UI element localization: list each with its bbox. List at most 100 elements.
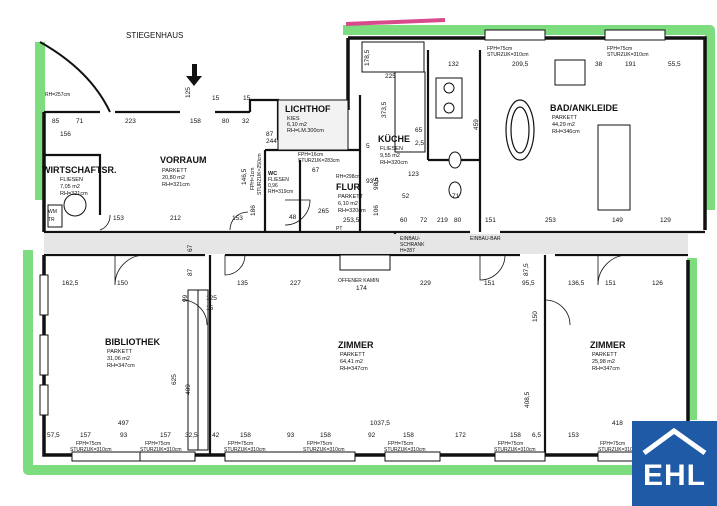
dimension-label: 135 xyxy=(237,280,248,287)
dimensions-corridor: 162,5 150 87 135 227 174 229 151 95,5 13… xyxy=(62,244,663,322)
fph-mid: FPH=16cm xyxy=(298,152,323,158)
room-name: LICHTHOF xyxy=(285,104,331,114)
dimension-label: 151 xyxy=(605,280,616,287)
dimension-label: 151 xyxy=(484,280,495,287)
dimension-label: 42 xyxy=(212,432,220,439)
room-area: 31,06 m2 xyxy=(107,356,130,362)
window-sturz: STURZUK=310cm xyxy=(303,447,345,453)
room-zimmer-2: ZIMMER PARKETT 25,98 m2 RH=347cm xyxy=(590,340,626,372)
window-sturz: STURZUK=310cm xyxy=(140,447,182,453)
dimension-label: 125 xyxy=(206,295,217,302)
stair-arc xyxy=(39,41,111,113)
corridor-band xyxy=(44,234,688,254)
room-height: RH=319cm xyxy=(268,189,293,195)
dimension-label: 418 xyxy=(612,420,623,427)
dimension-label: 253 xyxy=(545,217,556,224)
dimension-label: 2,5 xyxy=(415,140,424,147)
dimension-label: 153 xyxy=(232,215,243,222)
pt-label: PT xyxy=(336,226,342,232)
room-height: RH=347cm xyxy=(592,366,620,372)
dimension-label: 55,5 xyxy=(668,61,681,68)
dimension-label: 106 xyxy=(373,205,380,216)
window-fph: FPH=75cm xyxy=(600,441,625,447)
dimension-label: 136,5 xyxy=(568,280,585,287)
dimension-label: 219 xyxy=(437,217,448,224)
dimension-label: 92 xyxy=(368,432,376,439)
window-fph: FPH=75cm xyxy=(388,441,413,447)
dimension-label: 93 xyxy=(287,432,295,439)
room-kueche: KÜCHE FLIESEN 9,55 m2 RH=320cm xyxy=(378,134,410,166)
dimension-label: 48 xyxy=(289,214,297,221)
room-area: 25,98 m2 xyxy=(592,359,615,365)
room-area: 6,10 m2 xyxy=(287,122,307,128)
ehl-logo: EHL xyxy=(632,421,717,506)
wardrobe xyxy=(554,59,631,211)
room-area: 0,96 xyxy=(268,183,278,189)
room-area: 20,80 m2 xyxy=(162,175,185,181)
room-name: ZIMMER xyxy=(590,340,626,350)
room-bibliothek: BIBLIOTHEK PARKETT 31,06 m2 RH=347cm xyxy=(105,337,160,369)
dimension-label: 162,5 xyxy=(62,280,79,287)
dimension-label: 253,5 xyxy=(343,217,360,224)
room-height: RH=320cm xyxy=(338,208,366,214)
dimension-label: 80 xyxy=(222,118,230,125)
dimension-label: 5 xyxy=(366,143,370,150)
einbauschrank-label: EINBAU- xyxy=(400,236,421,242)
room-lichthof: LICHTHOF KIES 6,10 m2 RH=LM.300cm xyxy=(285,104,331,134)
dimension-label: 151 xyxy=(485,217,496,224)
pink-highlight xyxy=(345,18,446,26)
window-sturz: STURZUK=310cm xyxy=(598,447,640,453)
einbauschrank-label-2: SCHRANK xyxy=(400,242,425,248)
window-fph: FPH=75cm xyxy=(145,441,170,447)
toilet-icon xyxy=(448,151,462,199)
room-wc: WC FLIESEN 0,96 RH=319cm xyxy=(268,171,293,195)
kamin-label: OFFENER KAMIN xyxy=(338,278,380,284)
dimension-label: 225 xyxy=(385,73,396,80)
dimension-label: 172 xyxy=(455,432,466,439)
hall-height: RH=257cm xyxy=(45,92,70,98)
dimension-label: 497 xyxy=(118,420,129,427)
room-floor: FLIESEN xyxy=(60,177,83,183)
dimension-label: 125 xyxy=(185,87,192,98)
room-floor: PARKETT xyxy=(552,115,578,121)
room-name: ZIMMER xyxy=(338,340,374,350)
window-fph-top-1: FPH=75cm xyxy=(487,46,512,52)
dimension-label: 85 xyxy=(52,118,60,125)
dimensions-hall: 85 71 223 156 158 80 32 15 125 15 87 244 xyxy=(52,87,277,145)
dimensions-mid: 153 212 153 186 48 265 253,5 106 60 72 2… xyxy=(113,167,671,224)
fph-side: FPH=1cm xyxy=(250,168,256,190)
dimension-label: 153 xyxy=(568,432,579,439)
window-fph: FPH=75cm xyxy=(228,441,253,447)
window-sturz: STURZUK=310cm xyxy=(494,447,536,453)
dimension-label: 178,5 xyxy=(364,49,371,66)
dimension-label: 157 xyxy=(160,432,171,439)
dimension-label: 57,5 xyxy=(47,432,60,439)
room-height: RH=320cm xyxy=(380,160,408,166)
kitchen-counter xyxy=(361,41,426,153)
dimension-label: 80 xyxy=(454,217,462,224)
dimension-label: 227 xyxy=(290,280,301,287)
dimension-label: 98,5 xyxy=(373,177,380,190)
room-area: 6,10 m2 xyxy=(338,201,358,207)
room-area: 9,55 m2 xyxy=(380,153,400,159)
room-floor: PARKETT xyxy=(592,352,618,358)
dimension-label: 150 xyxy=(117,280,128,287)
room-height: RH=LM.300cm xyxy=(287,128,324,134)
room-wirtschaft: WIRTSCHAFTSR. FLIESEN 7,05 m2 RH=321cm W… xyxy=(42,165,117,223)
dimension-label: 71 xyxy=(452,193,460,200)
room-name: WIRTSCHAFTSR. xyxy=(42,165,117,175)
dimension-label: 265 xyxy=(318,208,329,215)
dimension-label: 158 xyxy=(190,118,201,125)
dimension-label: 158 xyxy=(320,432,331,439)
dimension-label: 95,5 xyxy=(522,280,535,287)
windows-top xyxy=(484,29,666,41)
dimension-label: 229 xyxy=(420,280,431,287)
dimension-label: 149 xyxy=(612,217,623,224)
window-fph-top-2: FPH=75cm xyxy=(607,46,632,52)
dimension-label: 186 xyxy=(250,205,257,216)
fireplace-icon xyxy=(339,254,391,271)
window-sturz: STURZUK=310cm xyxy=(70,447,112,453)
einbauschrank-height: H=287 xyxy=(400,248,415,254)
dimension-label: 223 xyxy=(125,118,136,125)
